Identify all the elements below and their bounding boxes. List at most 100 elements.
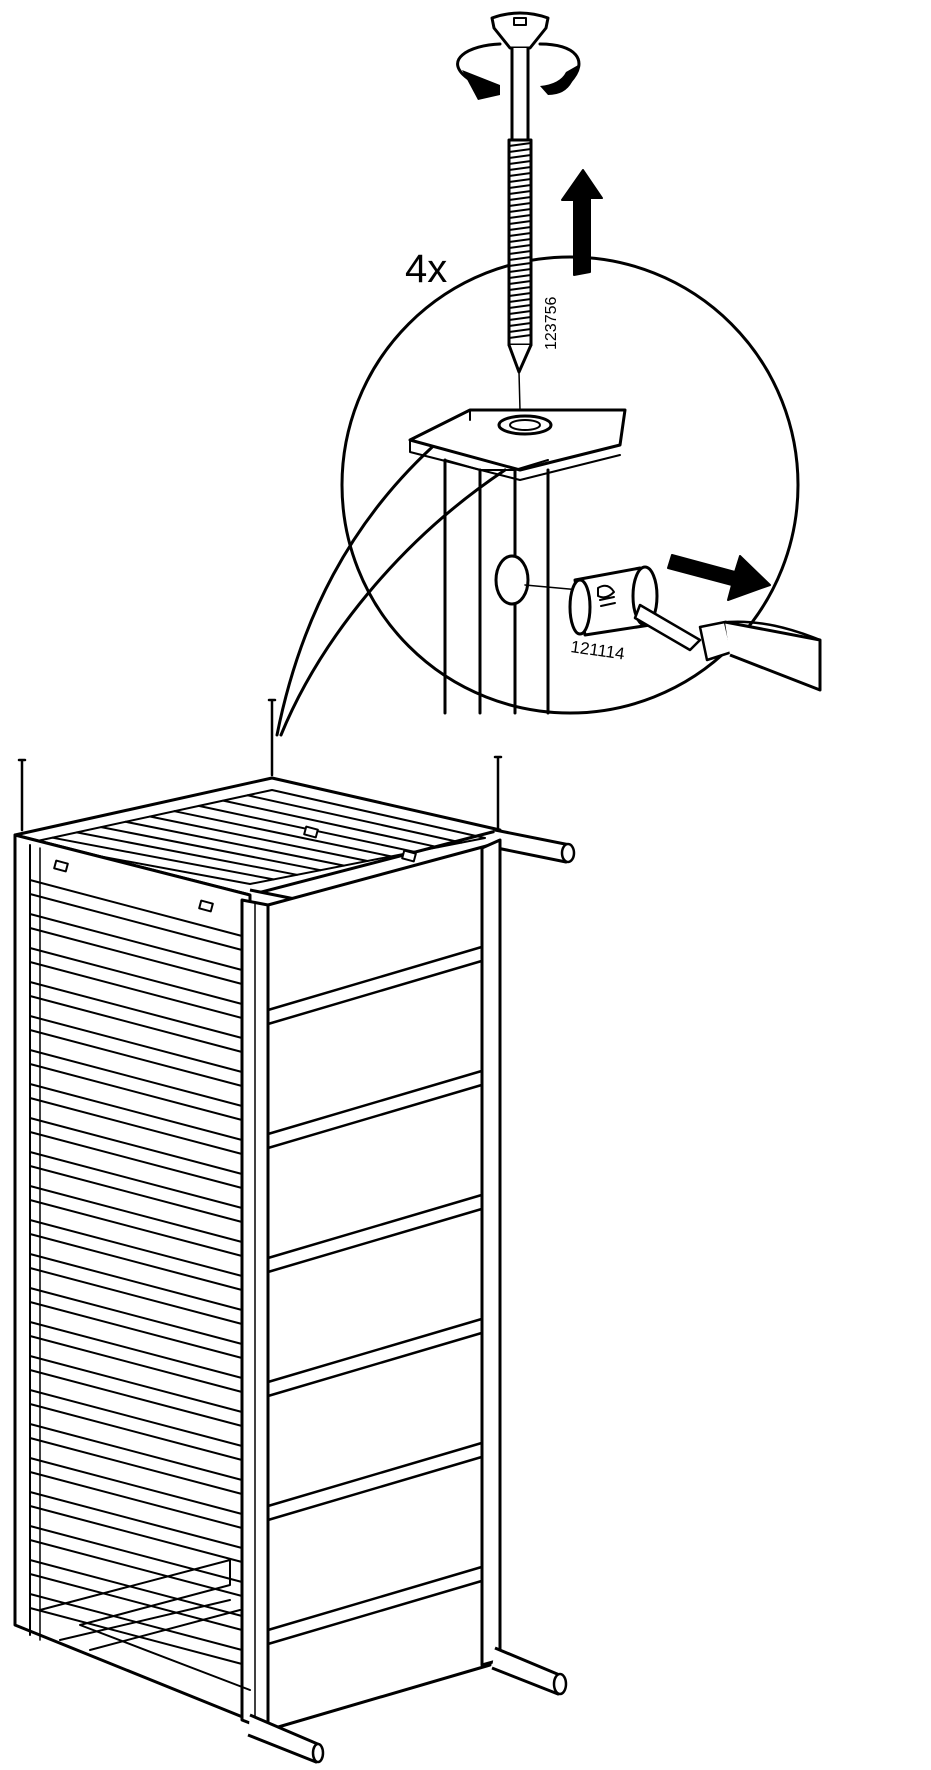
left-slat [29, 1097, 243, 1155]
bolt-thread [508, 220, 532, 225]
bolt-thread [508, 310, 532, 315]
bolt-thread [508, 280, 532, 285]
left-slat [29, 927, 243, 985]
callout-leader-right [279, 468, 507, 737]
barrel-nut-hole [494, 554, 530, 606]
left-slat [29, 1491, 243, 1549]
right-rail [266, 1082, 487, 1150]
bolt-thread [508, 316, 532, 321]
top-slat [124, 820, 345, 867]
left-slat [29, 1335, 243, 1393]
left-slat [29, 1049, 243, 1107]
right-rail [266, 1206, 487, 1274]
bolt-thread [508, 292, 532, 297]
bolt-thread [508, 328, 532, 333]
right-arrow-icon [667, 554, 771, 601]
left-slat [29, 1131, 243, 1189]
bolt-thread [508, 304, 532, 309]
bolt-thread [508, 178, 532, 183]
bolt-hole [497, 414, 553, 436]
right-panel [266, 843, 492, 1732]
left-slat [29, 1525, 243, 1583]
right-rail [266, 1564, 487, 1632]
right-rail [266, 1454, 487, 1522]
left-slat [29, 1233, 243, 1291]
left-slat [29, 1165, 243, 1223]
hex-socket-icon [513, 17, 527, 26]
top-slat [51, 836, 275, 881]
bolt-thread [508, 286, 532, 291]
left-slat [29, 1185, 243, 1243]
detail-top-plate [408, 408, 627, 481]
bolt-thread [508, 160, 532, 165]
left-slat [29, 1199, 243, 1257]
right-rail [266, 1192, 487, 1260]
bolt-thread [508, 196, 532, 201]
cabinet-frame [13, 698, 576, 1764]
bolt [490, 11, 550, 411]
left-slat [29, 1573, 243, 1631]
bolt-thread [508, 298, 532, 303]
left-slat [29, 1063, 243, 1121]
barrel-nut [568, 565, 659, 637]
bolt-thread [508, 232, 532, 237]
bolt-thread [508, 268, 532, 273]
top-slat [149, 815, 369, 862]
detail-post [443, 458, 581, 715]
left-slat [29, 879, 243, 937]
detail-callout: 121114 [275, 255, 822, 737]
left-slat [29, 1029, 243, 1087]
right-rail [266, 1440, 487, 1508]
bolt-thread [508, 208, 532, 213]
bolt-thread [508, 214, 532, 219]
left-slat [29, 947, 243, 1005]
left-slat [29, 1607, 243, 1665]
bolt-part-number: 123756 [543, 297, 560, 350]
left-slat [29, 1505, 243, 1563]
bolt-thread [508, 250, 532, 255]
left-slat [29, 1539, 243, 1597]
left-slat [29, 961, 243, 1019]
top-rail-back [491, 828, 572, 864]
right-rail [266, 1578, 487, 1646]
top-slat [75, 831, 298, 876]
barrel-nut-part-number: 121114 [569, 637, 625, 663]
top-slat [100, 826, 322, 872]
rotation-arrow-icon [456, 42, 581, 100]
left-slat [29, 1117, 243, 1175]
bolt-thread [508, 172, 532, 177]
bolt-thread [508, 262, 532, 267]
detail-circle [340, 255, 800, 715]
left-slat [29, 1267, 243, 1325]
left-slat [29, 1151, 243, 1209]
left-slat [29, 1389, 243, 1447]
right-rail [266, 1068, 487, 1136]
bolt-thread [508, 334, 532, 339]
left-slat [29, 913, 243, 971]
left-slat [29, 1559, 243, 1617]
top-slat [222, 799, 439, 849]
left-slat [29, 995, 243, 1053]
screwdriver [633, 603, 822, 692]
bottom-rail-back [491, 1646, 564, 1696]
bolt-thread [508, 142, 532, 147]
bolt-thread [508, 322, 532, 327]
left-slat [29, 1083, 243, 1141]
bolt-thread [508, 148, 532, 153]
bolt-thread [508, 202, 532, 207]
left-slat [29, 981, 243, 1039]
right-rail [266, 958, 487, 1026]
bolt-thread [508, 238, 532, 243]
bolt-thread [508, 166, 532, 171]
left-slat [29, 893, 243, 951]
left-slat [29, 1423, 243, 1481]
top-slat [246, 794, 463, 844]
right-rail [266, 944, 487, 1012]
left-slat [29, 1355, 243, 1413]
left-slat [29, 1219, 243, 1277]
bolt-thread [508, 226, 532, 231]
left-slat [29, 1369, 243, 1427]
right-rail [266, 1316, 487, 1384]
